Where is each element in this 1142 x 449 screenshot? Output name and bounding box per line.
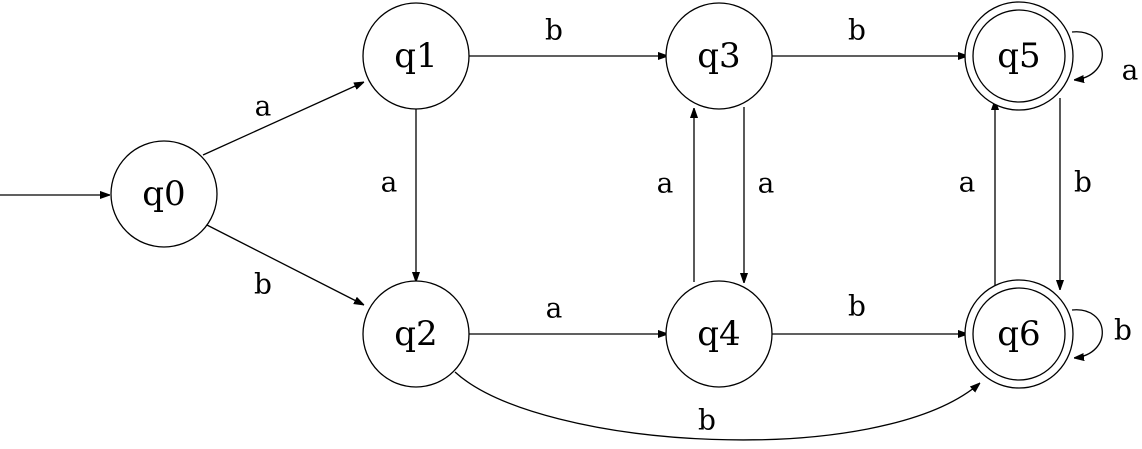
state-label-q2: q2	[394, 314, 437, 354]
edge-label-q0-q2: b	[254, 268, 272, 301]
state-label-q4: q4	[697, 314, 740, 354]
accepting-ring-q6	[972, 287, 1066, 381]
edge-label-q4-q6: b	[848, 290, 866, 323]
state-label-q3: q3	[697, 36, 740, 76]
edge-label-q6-q6: b	[1114, 314, 1132, 347]
edge-q5-q5	[1071, 31, 1103, 80]
state-q1: q1	[362, 2, 470, 110]
state-label-q1: q1	[394, 36, 437, 76]
edge-q0-q2	[202, 222, 364, 305]
edges	[202, 31, 1103, 441]
state-label-q0: q0	[142, 174, 185, 214]
state-q2: q2	[362, 280, 470, 388]
state-q5: q5	[964, 1, 1074, 111]
edge-label-q6-q5: a	[959, 166, 976, 199]
edge-label-q3-q4: a	[758, 167, 775, 200]
state-q3: q3	[665, 2, 773, 110]
state-q6: q6	[964, 279, 1074, 389]
edge-label-q5-q6: b	[1074, 166, 1092, 199]
edge-label-q2-q4: a	[546, 292, 563, 325]
edge-label-q1-q2: a	[381, 166, 398, 199]
edge-label-q3-q5: b	[848, 14, 866, 47]
edge-label-q4-q3: a	[657, 167, 674, 200]
edge-label-q5-q5: a	[1122, 54, 1139, 87]
edge-q6-q6	[1071, 309, 1103, 358]
edge-label-q1-q3: b	[545, 14, 563, 47]
state-label-q5: q5	[997, 36, 1040, 76]
edge-label-q0-q1: a	[255, 90, 272, 123]
edge-q2-q6	[454, 371, 980, 441]
edge-q0-q1	[202, 82, 364, 156]
accepting-ring-q5	[972, 9, 1066, 103]
state-q4: q4	[665, 280, 773, 388]
state-q0: q0	[110, 140, 218, 248]
edge-label-q2-q6: b	[698, 404, 716, 437]
edge-labels: a b a b a b a b a b a b a b	[254, 14, 1138, 437]
state-label-q6: q6	[997, 314, 1040, 354]
